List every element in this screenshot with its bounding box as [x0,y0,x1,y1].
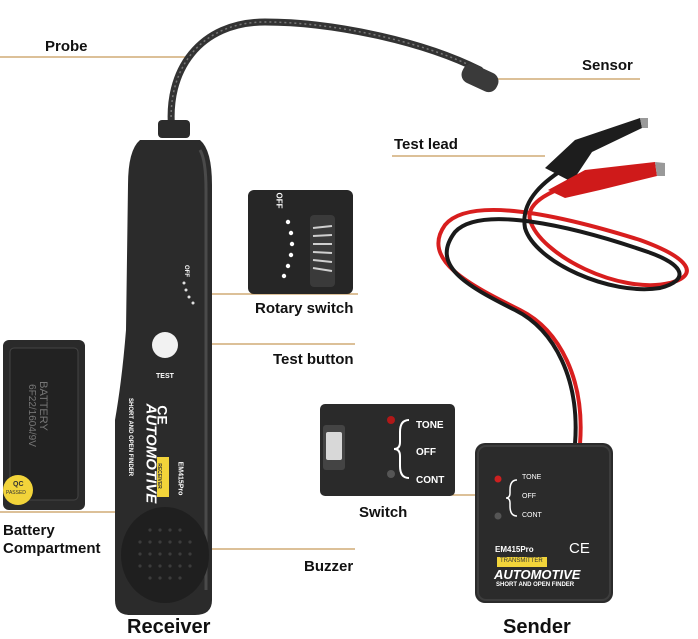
receiver-badge [157,457,169,497]
label-rotary-switch: Rotary switch [255,300,354,317]
label-test-lead: Test lead [394,136,458,153]
qc-sticker-line2: PASSED [6,490,26,496]
sender-title: AUTOMOTIVE [494,567,581,582]
receiver-led-dots [182,281,195,305]
gooseneck-probe [167,18,484,136]
red-alligator-clip [548,162,657,198]
sensor-tip [461,63,499,93]
label-sensor: Sensor [582,57,633,74]
label-probe: Probe [45,38,88,55]
switch-opt-cont: CONT [416,475,445,486]
black-alligator-clip [545,118,642,182]
sender-led-off [494,512,502,520]
sender-led-red [494,475,502,483]
label-receiver: Receiver [127,616,211,638]
sender-model: EM415Pro [495,545,534,554]
receiver-subtitle: SHORT AND OPEN FINDER [127,398,133,477]
qc-sticker [3,475,33,505]
sender-subtitle: SHORT AND OPEN FINDER [496,582,575,588]
buzzer-grille [121,507,209,603]
label-battery-line2: Compartment [3,540,101,557]
receiver-test-label: TEST [156,373,174,380]
label-switch: Switch [359,504,408,521]
rotary-wheel-ridges [312,225,333,272]
switch-led-off [387,470,395,478]
label-buzzer: Buzzer [304,558,354,575]
switch-slider [326,432,342,460]
switch-opt-tone: TONE [416,420,444,431]
receiver-badge-text: RECEIVER [155,463,162,489]
battery-text-line2: 6F22/1604/9V [25,384,37,447]
buzzer-holes [138,528,192,580]
label-test-button: Test button [273,351,354,368]
test-lead-red-wire [436,176,689,445]
probe-collar [158,120,190,138]
test-button-knob [152,332,178,358]
receiver-off-mark: OFF [183,265,189,277]
test-lead-black-wire [444,163,682,445]
sender-opt-off: OFF [522,493,536,500]
sender-opt-cont: CONT [522,512,542,519]
sender-opt-tone: TONE [522,474,542,481]
rotary-off-mark: OFF [274,192,284,209]
receiver-model: EM415Pro [176,461,184,496]
sender-badge-text: TRANSMITTER [500,558,543,564]
receiver-body [115,140,212,615]
sender-badge [497,557,547,567]
switch-opt-off: OFF [416,447,436,458]
switch-led-red [387,416,395,424]
qc-sticker-line1: QC [13,481,24,488]
rotary-level-dots [281,219,295,279]
sender-ce: CE [569,540,590,557]
switch-inset [320,404,455,496]
rotary-switch-inset [248,190,353,294]
label-battery-line1: Battery [3,522,55,539]
battery-text-line1: BATTERY [36,381,49,431]
label-sender: Sender [503,616,571,638]
